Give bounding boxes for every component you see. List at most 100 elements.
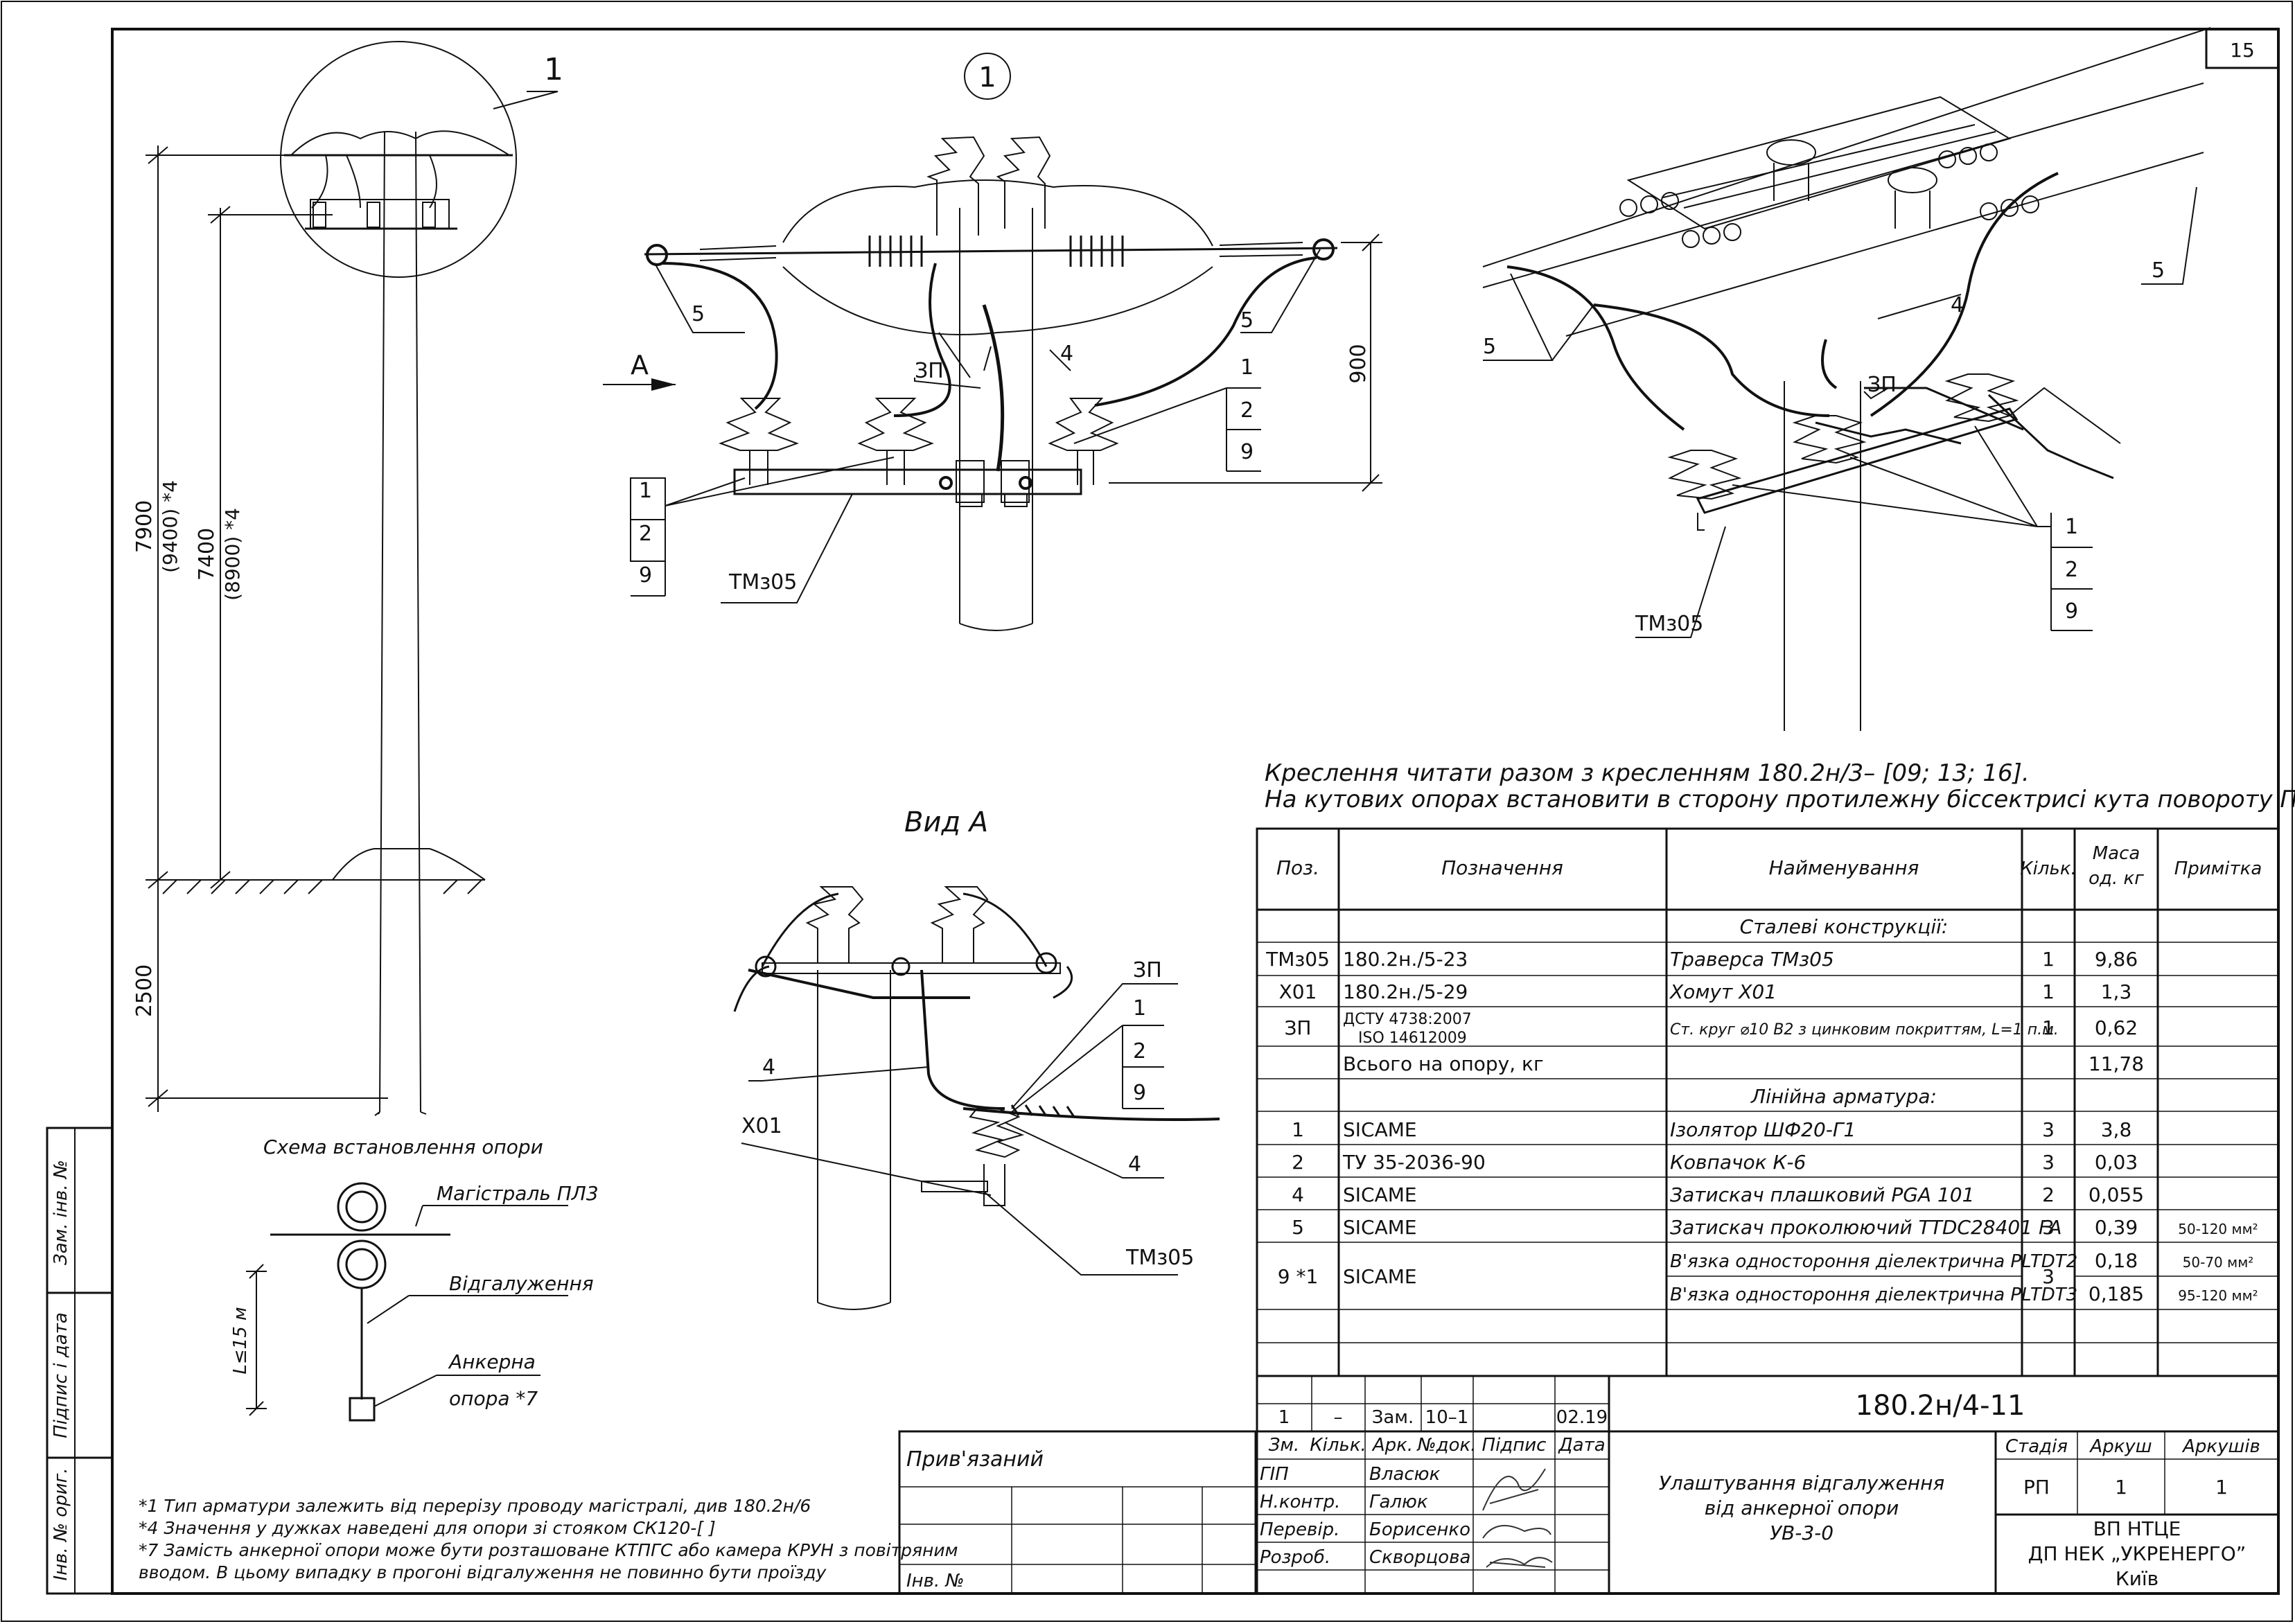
r8-name-1: В'язка одностороння діелектрична PLTDT2 [1670, 1251, 2077, 1272]
dim-900: 900 [1346, 344, 1371, 383]
r8-name-2: В'язка одностороння діелектрична PLTDT3 [1670, 1285, 2077, 1305]
title-block: Прив'язаний Інв. № 1 – Зам. 10–1 02.19 З… [898, 1375, 2280, 1595]
sheet-number-box [2205, 28, 2280, 69]
r3-qty: 1 [2042, 1016, 2055, 1039]
dim-8900: (8900) *4 [221, 508, 244, 601]
rev-change: 1 [1278, 1407, 1290, 1428]
r8-mass-1: 0,18 [2095, 1249, 2138, 1272]
callout-5-left: 5 [692, 302, 705, 326]
total-mass: 11,78 [2089, 1052, 2144, 1075]
r2-pos: Х01 [1279, 980, 1317, 1003]
section-steel: Сталеві конструкції: [1740, 915, 1949, 938]
footnote-1: *1 Тип арматури залежить від перерізу пр… [139, 1496, 811, 1516]
stage-head: Стадія [2005, 1436, 2068, 1457]
r6-desig: SICAME [1343, 1183, 1417, 1206]
callout-zp-front: ЗП [915, 359, 944, 383]
r5-desig: ТУ 35-2036-90 [1342, 1151, 1486, 1174]
note-line-2: На кутових опорах встановити в сторону п… [1265, 786, 2295, 813]
footnote-4: вводом. В цьому випадку в прогоні відгал… [139, 1562, 827, 1582]
r7-pos: 5 [1292, 1216, 1304, 1239]
r5-pos: 2 [1292, 1151, 1304, 1174]
callout-tmz05-front: ТМз05 [728, 570, 797, 594]
total-label: Всього на опору, кг [1343, 1052, 1544, 1075]
scheme-anchor-line1: Анкерна [448, 1350, 536, 1373]
doc-title-2: від анкерної опори [1705, 1497, 1899, 1519]
r4-pos: 1 [1292, 1118, 1304, 1141]
dim-9400: (9400) *4 [159, 480, 182, 573]
rev-head-doc: №док. [1416, 1435, 1477, 1456]
r3-desig-line1: ДСТУ 4738:2007 [1343, 1011, 1472, 1028]
r8-desig: SICAME [1343, 1265, 1417, 1288]
r4-desig: SICAME [1343, 1118, 1417, 1141]
r5-name: Ковпачок К-6 [1670, 1151, 1806, 1174]
callout-2-left: 2 [639, 522, 652, 546]
view-a-title: Вид А [904, 806, 988, 838]
r8-pos: 9 *1 [1278, 1265, 1319, 1288]
signer-name-perevir: Борисенко [1369, 1519, 1470, 1540]
handwritten-signatures [1482, 1468, 1553, 1568]
inv-no-label: Інв. № [906, 1571, 965, 1591]
signer-name-rozrob: Скворцова [1369, 1547, 1470, 1568]
r1-qty: 1 [2042, 948, 2055, 971]
callout-9-viewa: 9 [1133, 1081, 1146, 1105]
section-linear: Лінійна арматура: [1750, 1085, 1937, 1108]
scheme-main-line: Магістраль ПЛ3 [437, 1182, 599, 1205]
installation-scheme: Схема встановлення опори Магістраль ПЛ3 … [230, 1136, 599, 1422]
r4-mass: 3,8 [2101, 1118, 2132, 1141]
isometric-view: 5 5 4 ЗП 1 2 9 ТМз05 [1482, 27, 2211, 731]
callout-4-viewa-right: 4 [1128, 1152, 1141, 1176]
callout-zp-iso: ЗП [1867, 373, 1897, 397]
rev-head-sheet: Арк. [1371, 1435, 1413, 1456]
th-pos: Поз. [1276, 856, 1319, 879]
org-line-2: ДП НЕК „УКРЕНЕРГО” [2028, 1542, 2246, 1565]
rev-head-qty: Кільк. [1310, 1435, 1366, 1456]
callout-x01-viewa: Х01 [741, 1114, 782, 1138]
doc-code: 180.2н/4-11 [1856, 1390, 2025, 1422]
sheet-value: 1 [2115, 1476, 2127, 1499]
callout-1-right: 1 [1240, 355, 1254, 380]
detail-callout-1: 1 [544, 52, 563, 87]
side-stamp: Зам. інв. № Підпис і дата Інв. № ориг. [46, 1127, 114, 1595]
view-arrow-a: А [631, 350, 649, 380]
r3-mass: 0,62 [2095, 1016, 2138, 1039]
detail-1-front-view: 1 [603, 53, 1382, 631]
scheme-title: Схема встановлення опори [263, 1136, 543, 1158]
dim-7400: 7400 [195, 528, 219, 581]
callout-tmz05-iso: ТМз05 [1635, 612, 1703, 636]
detail-marker-label: 1 [978, 62, 996, 94]
r5-mass: 0,03 [2095, 1151, 2138, 1174]
scheme-length: L≤15 м [230, 1307, 251, 1374]
r7-name: Затискач проколюючий TTDC28401 FA [1670, 1216, 2062, 1239]
rev-head-sign: Підпис [1482, 1435, 1547, 1456]
side-label-replace-inv: Зам. інв. № [51, 1160, 71, 1265]
rev-qty: – [1334, 1407, 1343, 1428]
callout-5-iso-right: 5 [2152, 258, 2165, 283]
rev-doc: 10–1 [1425, 1407, 1469, 1428]
r6-pos: 4 [1292, 1183, 1304, 1206]
th-designation: Позначення [1441, 856, 1563, 879]
spec-table: Поз. Позначення Найменування Кільк. Маса… [1256, 827, 2280, 1377]
signer-role-perevir: Перевір. [1260, 1519, 1339, 1540]
r2-desig: 180.2н./5-29 [1343, 980, 1468, 1003]
sheet-head: Аркуш [2089, 1436, 2152, 1457]
callout-5-right: 5 [1240, 308, 1254, 333]
attached-label: Прив'язаний [906, 1447, 1044, 1472]
callout-1-iso: 1 [2065, 515, 2078, 539]
r1-name: Траверса ТМз05 [1670, 948, 1834, 971]
note-line-1: Креслення читати разом з кресленням 180.… [1265, 759, 2030, 787]
th-mass-line2: од. кг [2089, 868, 2144, 889]
r8-note-1: 50-70 мм² [2183, 1254, 2254, 1271]
r4-qty: 3 [2042, 1118, 2055, 1141]
r3-desig-line2: ISO 14612009 [1358, 1030, 1467, 1047]
side-label-sign-date: Підпис і дата [51, 1312, 71, 1438]
signer-name-gip: Власюк [1369, 1464, 1441, 1485]
signer-role-rozrob: Розроб. [1260, 1547, 1330, 1568]
callout-5-iso-left: 5 [1483, 335, 1496, 359]
r6-qty: 2 [2042, 1183, 2055, 1206]
sheets-head: Аркушів [2181, 1436, 2260, 1457]
r1-desig: 180.2н./5-23 [1343, 948, 1468, 971]
th-mass-line1: Маса [2093, 843, 2140, 864]
r6-mass: 0,055 [2089, 1183, 2144, 1206]
sheet-number: 15 [2230, 39, 2255, 62]
rev-head-date: Дата [1558, 1435, 1605, 1456]
